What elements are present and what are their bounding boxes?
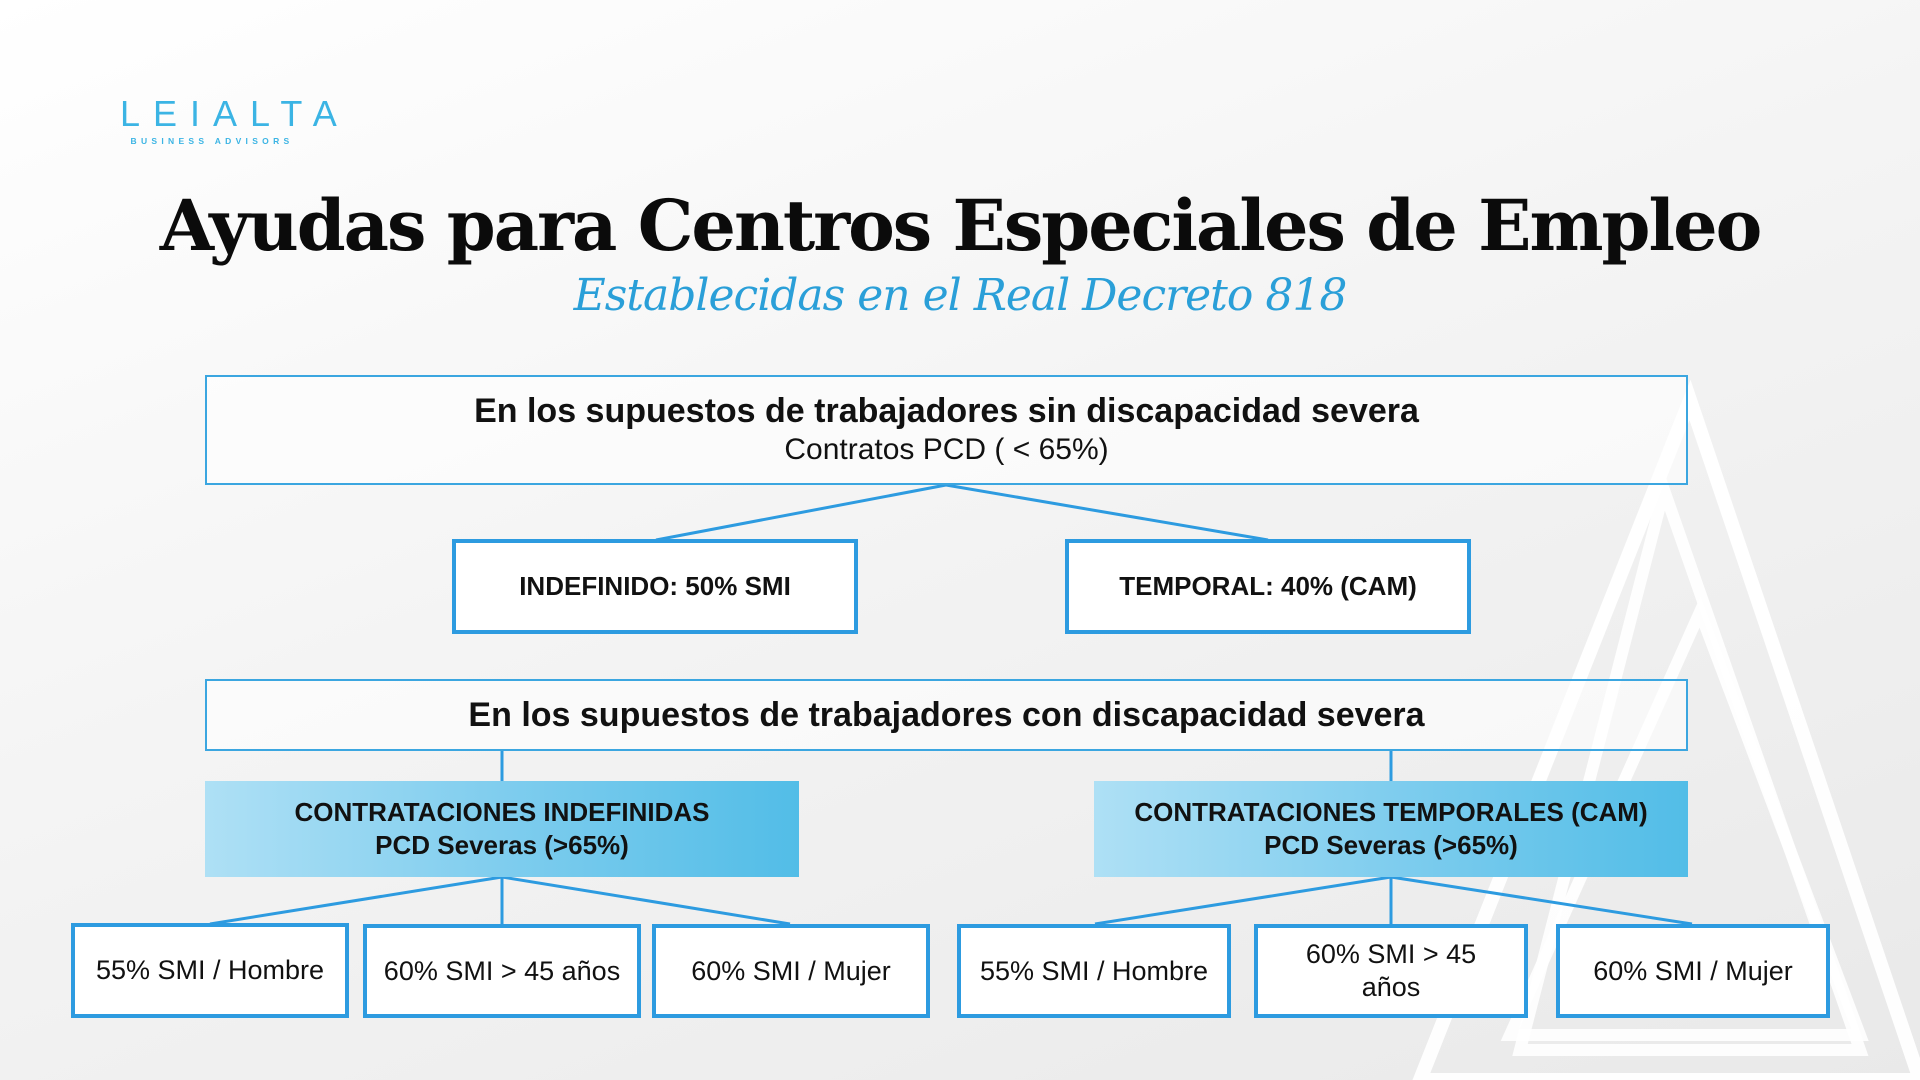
leaf-label: 60% SMI > 45 años (383, 955, 621, 986)
leaf-label: 60% SMI / Mujer (1593, 955, 1793, 986)
group-subtitle: PCD Severas (>65%) (1264, 830, 1518, 860)
group-title: CONTRATACIONES INDEFINIDAS (294, 797, 710, 827)
section-subheading: Contratos PCD ( < 65%) (784, 433, 1109, 466)
logo-tagline: BUSINESS ADVISORS (130, 136, 294, 146)
leaf-label: 60% SMI > 45 años (1305, 939, 1477, 1002)
group-temporales: CONTRATACIONES TEMPORALES (CAM) PCD Seve… (1094, 781, 1688, 877)
node-indefinido: INDEFINIDO: 50% SMI (452, 539, 858, 634)
leaf-hombre: 55% SMI / Hombre (957, 924, 1231, 1018)
section-heading: En los supuestos de trabajadores con dis… (468, 696, 1425, 734)
section-heading: En los supuestos de trabajadores sin dis… (474, 392, 1419, 430)
leaf-label: 60% SMI / Mujer (691, 955, 891, 986)
node-temporal: TEMPORAL: 40% (CAM) (1065, 539, 1471, 634)
node-label: TEMPORAL: 40% (CAM) (1119, 571, 1417, 601)
page-subtitle: Establecidas en el Real Decreto 818 (573, 270, 1348, 321)
leaf-mayor-45: 60% SMI > 45 años (363, 924, 641, 1018)
page-title: Ayudas para Centros Especiales de Empleo (159, 184, 1763, 267)
leaf-mayor-45: 60% SMI > 45 años (1254, 924, 1528, 1018)
group-subtitle: PCD Severas (>65%) (375, 830, 629, 860)
group-title: CONTRATACIONES TEMPORALES (CAM) (1134, 797, 1648, 827)
leaf-label: 55% SMI / Hombre (979, 955, 1209, 986)
section-no-severe-disability: En los supuestos de trabajadores sin dis… (205, 375, 1688, 485)
leaf-mujer: 60% SMI / Mujer (652, 924, 930, 1018)
leaf-label: 55% SMI / Hombre (95, 955, 325, 985)
group-indefinidas: CONTRATACIONES INDEFINIDAS PCD Severas (… (205, 781, 799, 877)
leaf-mujer: 60% SMI / Mujer (1556, 924, 1830, 1018)
leaf-hombre: 55% SMI / Hombre (71, 923, 349, 1018)
leialta-logo: LEIALTA BUSINESS ADVISORS (112, 93, 350, 147)
logo-wordmark: LEIALTA (120, 93, 350, 134)
section-severe-disability: En los supuestos de trabajadores con dis… (205, 679, 1688, 751)
node-label: INDEFINIDO: 50% SMI (519, 571, 791, 601)
